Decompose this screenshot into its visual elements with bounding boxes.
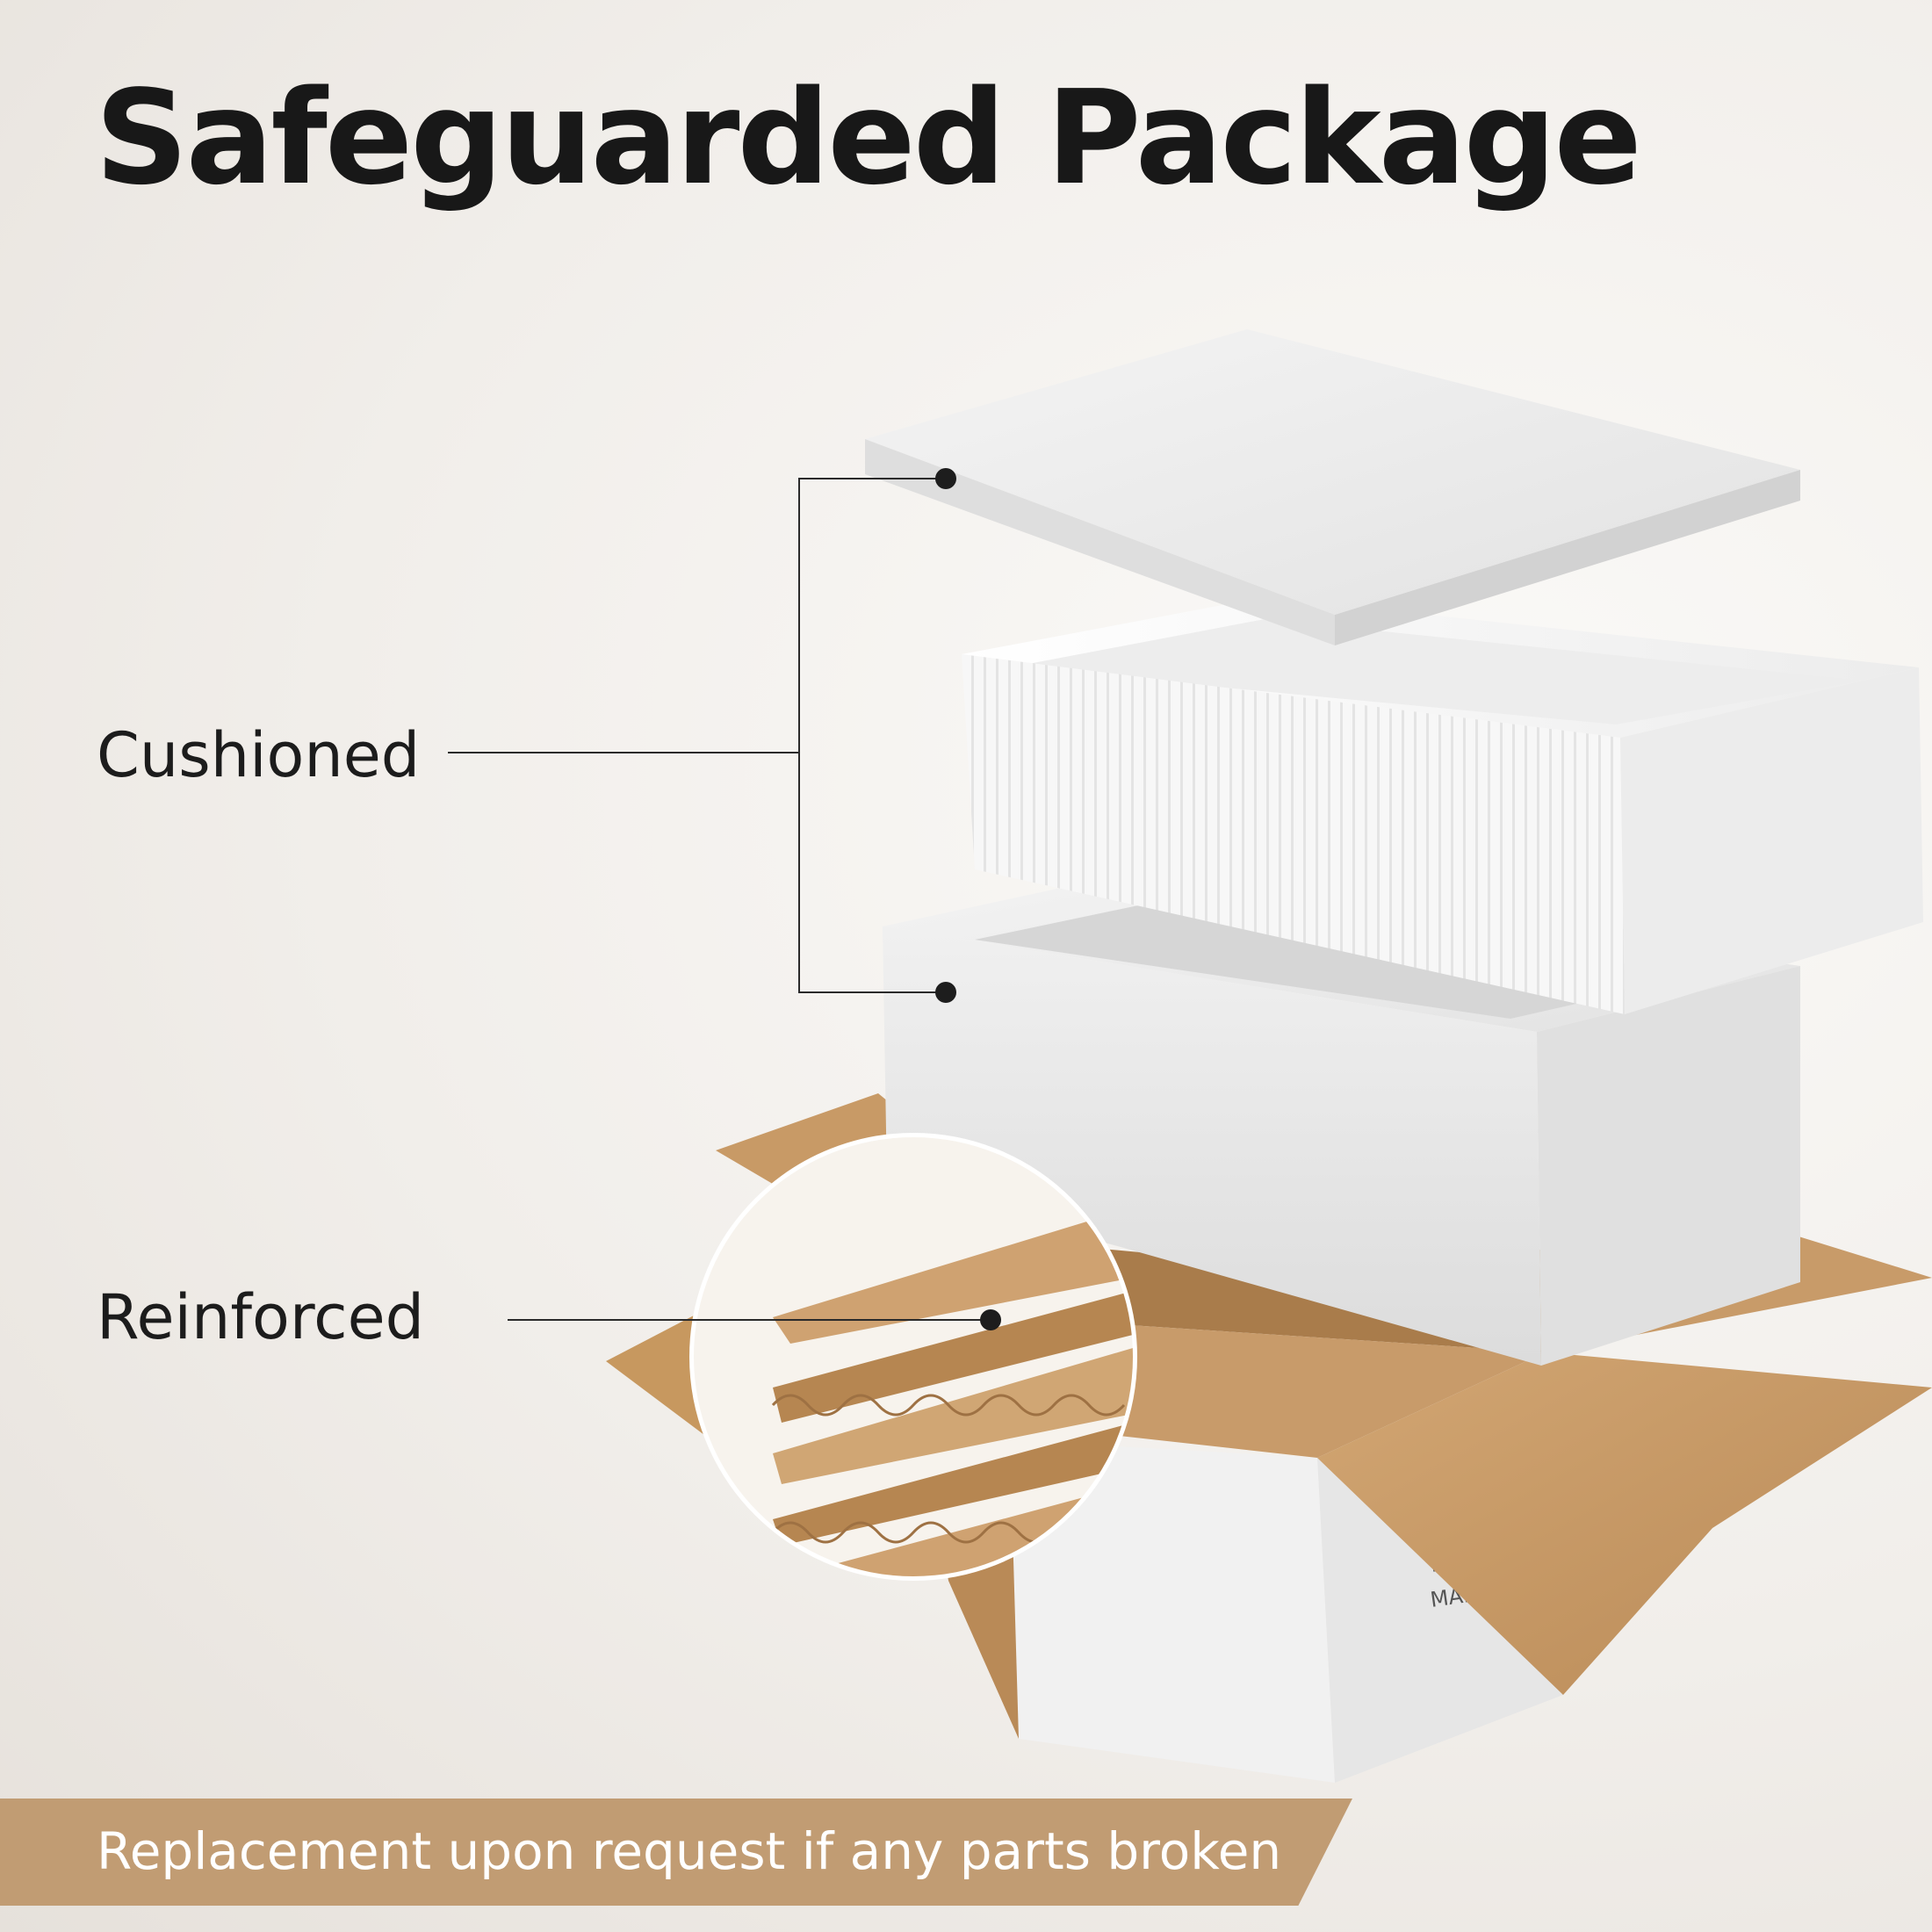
footer-banner (0, 1799, 1352, 1906)
callout-reinforced: Reinforced (97, 1281, 425, 1353)
cushioned-leader (448, 478, 944, 993)
corrugated-layers-icon (689, 1133, 1137, 1581)
foam-lid-icon (865, 329, 1800, 645)
cushioned-dot-tray (935, 982, 956, 1003)
sink-basin-icon (962, 597, 1923, 1014)
callout-cushioned: Cushioned (97, 719, 421, 791)
footer-text: Replacement upon request if any parts br… (97, 1821, 1282, 1881)
reinforced-dot (980, 1309, 1001, 1330)
cushioned-dot-lid (935, 468, 956, 489)
page-title: Safeguarded Package (95, 62, 1642, 213)
